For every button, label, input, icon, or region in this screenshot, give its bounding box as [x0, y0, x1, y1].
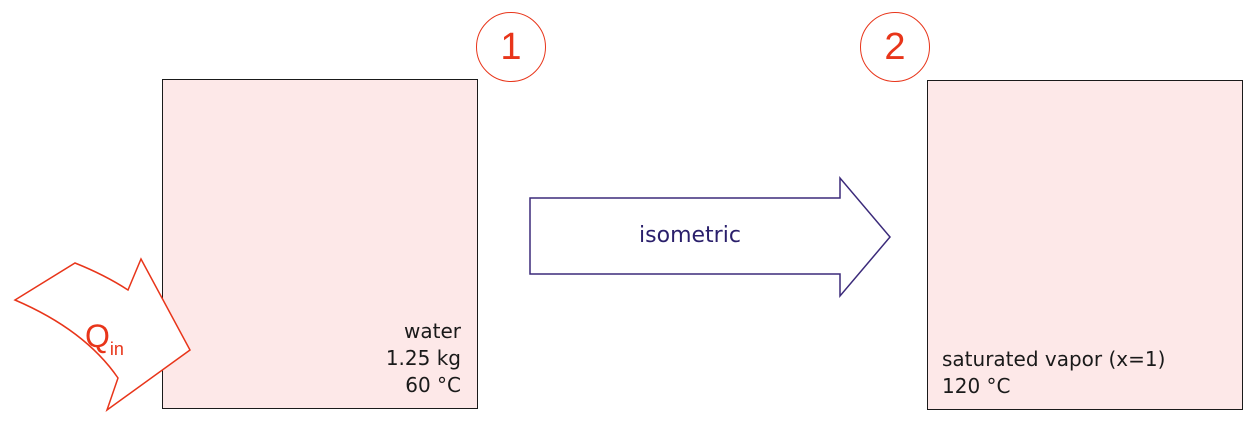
state-2-temperature: 120 °C	[942, 374, 1011, 398]
state-2-box: saturated vapor (x=1) 120 °C	[927, 80, 1243, 410]
state-1-properties: water 1.25 kg 60 °C	[386, 318, 461, 399]
state-1-mass: 1.25 kg	[385, 346, 461, 370]
state-2-phase: saturated vapor (x=1)	[942, 347, 1166, 371]
heat-input-arrow	[13, 257, 191, 412]
state-1-substance: water	[404, 319, 461, 343]
state-1-temperature: 60 °C	[405, 373, 461, 397]
state-2-marker: 2	[860, 12, 930, 82]
process-label: isometric	[639, 223, 741, 248]
state-1-box: water 1.25 kg 60 °C	[162, 79, 478, 409]
state-1-marker: 1	[476, 12, 546, 82]
heat-subscript: in	[109, 339, 124, 359]
heat-symbol: Q	[85, 318, 110, 354]
heat-input-label: Qin	[85, 318, 124, 360]
state-2-properties: saturated vapor (x=1) 120 °C	[942, 346, 1165, 400]
process-arrow	[529, 175, 891, 299]
